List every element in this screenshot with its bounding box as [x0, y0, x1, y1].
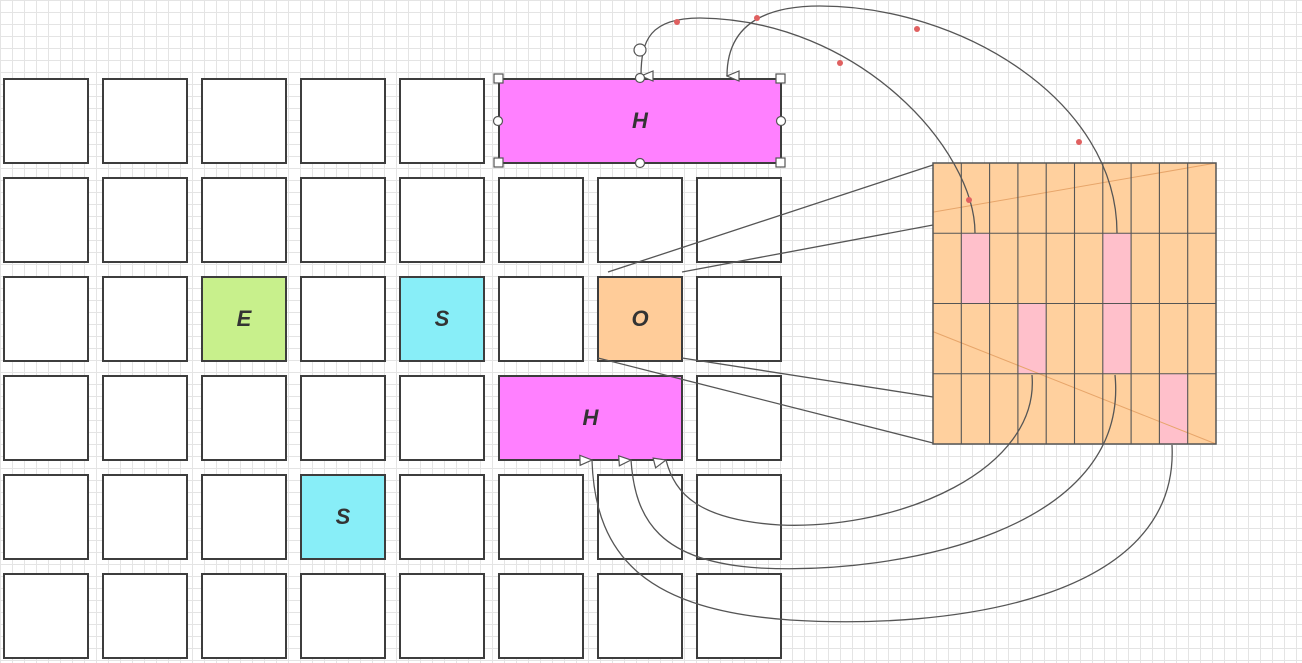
resize-handle-top-right[interactable]	[775, 73, 786, 84]
connector-curve[interactable]	[666, 374, 1033, 526]
connector-curve[interactable]	[631, 374, 1117, 570]
tile-letter: O	[631, 306, 649, 331]
empty-cell[interactable]	[399, 375, 485, 461]
resize-handle-top-left[interactable]	[493, 73, 504, 84]
tile-o[interactable]: O	[597, 276, 683, 362]
empty-cell[interactable]	[300, 78, 386, 164]
tile-s[interactable]: S	[300, 474, 386, 560]
empty-cell[interactable]	[696, 573, 782, 659]
empty-cell[interactable]	[3, 78, 89, 164]
empty-cell[interactable]	[597, 177, 683, 263]
empty-cell[interactable]	[498, 276, 584, 362]
empty-cell[interactable]	[102, 78, 188, 164]
resize-handle-bottom-right[interactable]	[775, 157, 786, 168]
empty-cell[interactable]	[3, 375, 89, 461]
empty-cell[interactable]	[201, 474, 287, 560]
empty-cell[interactable]	[696, 474, 782, 560]
empty-cell[interactable]	[300, 573, 386, 659]
resize-handle-left[interactable]	[492, 115, 504, 127]
resize-handle-top[interactable]	[634, 72, 646, 84]
empty-cell[interactable]	[3, 276, 89, 362]
empty-cell[interactable]	[399, 78, 485, 164]
empty-cell[interactable]	[399, 177, 485, 263]
resize-handle-bottom-left[interactable]	[493, 157, 504, 168]
empty-cell[interactable]	[102, 573, 188, 659]
waypoint-dot[interactable]	[966, 197, 972, 203]
waypoint-dot[interactable]	[1076, 139, 1082, 145]
tile-letter: S	[434, 306, 450, 331]
empty-cell[interactable]	[3, 474, 89, 560]
tile-letter: E	[236, 306, 252, 331]
connector-curve[interactable]	[592, 444, 1173, 623]
empty-cell[interactable]	[201, 78, 287, 164]
empty-cell[interactable]	[201, 375, 287, 461]
empty-cell[interactable]	[300, 276, 386, 362]
tile-s[interactable]: S	[399, 276, 485, 362]
selection-handles	[492, 43, 787, 169]
empty-cell[interactable]	[498, 474, 584, 560]
empty-cell[interactable]	[696, 177, 782, 263]
curve-waypoints	[674, 15, 1082, 203]
tile-h[interactable]: H	[498, 375, 683, 461]
empty-cell[interactable]	[498, 573, 584, 659]
waypoint-dot[interactable]	[674, 19, 680, 25]
empty-cell[interactable]	[696, 375, 782, 461]
tile-letter: H	[632, 108, 648, 133]
empty-cell[interactable]	[597, 573, 683, 659]
waypoint-dot[interactable]	[837, 60, 843, 66]
tile-e[interactable]: E	[201, 276, 287, 362]
empty-cell[interactable]	[201, 573, 287, 659]
connector-curve[interactable]	[641, 17, 976, 234]
empty-cell[interactable]	[3, 177, 89, 263]
waypoint-dot[interactable]	[914, 26, 920, 32]
tile-h[interactable]: H	[498, 78, 782, 164]
connectors-to-lower-h	[592, 374, 1173, 623]
empty-cell[interactable]	[300, 375, 386, 461]
empty-cell[interactable]	[102, 375, 188, 461]
empty-cell[interactable]	[201, 177, 287, 263]
empty-cell[interactable]	[102, 276, 188, 362]
tile-letter: H	[582, 405, 599, 430]
connector-curve[interactable]	[727, 5, 1118, 234]
empty-cell[interactable]	[3, 573, 89, 659]
rotate-handle[interactable]	[633, 43, 647, 57]
tile-letter: S	[335, 504, 351, 529]
empty-cell[interactable]	[498, 177, 584, 263]
empty-cell[interactable]	[399, 474, 485, 560]
empty-cell[interactable]	[102, 177, 188, 263]
waypoint-dot[interactable]	[754, 15, 760, 21]
empty-cell[interactable]	[102, 474, 188, 560]
resize-handle-right[interactable]	[775, 115, 787, 127]
empty-cell[interactable]	[399, 573, 485, 659]
empty-cell[interactable]	[597, 474, 683, 560]
resize-handle-bottom[interactable]	[634, 157, 646, 169]
empty-cell[interactable]	[300, 177, 386, 263]
empty-cell[interactable]	[696, 276, 782, 362]
connectors-to-top-h	[641, 5, 1118, 234]
